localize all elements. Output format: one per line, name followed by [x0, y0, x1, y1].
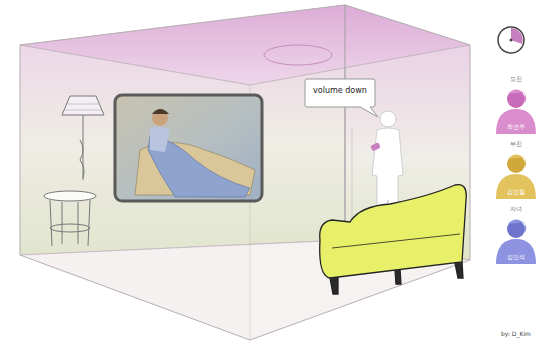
person-name: 김민철 — [490, 189, 537, 196]
painting-head — [152, 110, 168, 126]
room-box — [20, 5, 470, 340]
user-profile: 모친최연주 — [490, 76, 537, 138]
lamp-stripes — [64, 104, 102, 110]
credit-note: by: D_Kim — [501, 330, 531, 337]
speech-text: volume down — [304, 78, 376, 96]
person-hair — [508, 90, 526, 104]
person-name: 최연주 — [490, 124, 537, 131]
speech-bubble: volume down — [304, 78, 376, 108]
person-hair — [508, 220, 526, 234]
person-body — [496, 174, 536, 199]
front-right-glass — [250, 45, 470, 340]
ceiling-light — [264, 45, 332, 65]
person-name: 김민석 — [490, 254, 537, 261]
role-heading: 자녀 — [490, 206, 537, 213]
lamp-shade — [62, 96, 104, 115]
remote-device — [370, 142, 381, 151]
role-heading: 부친 — [490, 141, 537, 148]
painting-hair — [152, 109, 169, 114]
bubble-outline — [305, 79, 378, 117]
user-profile: 부친김민철 — [490, 141, 537, 203]
person-body — [496, 239, 536, 264]
sofa — [320, 185, 467, 294]
floor-lamp — [62, 96, 104, 180]
lamp-pole — [80, 115, 84, 180]
person-body — [496, 109, 536, 134]
person-hair — [508, 155, 526, 169]
corner-edge — [345, 5, 346, 240]
user-profile: 자녀김민석 — [490, 206, 537, 268]
painting — [115, 95, 262, 201]
side-table — [44, 191, 96, 246]
clock-icon — [498, 27, 524, 53]
role-heading: 모친 — [490, 76, 537, 83]
painting-torso — [150, 126, 170, 152]
